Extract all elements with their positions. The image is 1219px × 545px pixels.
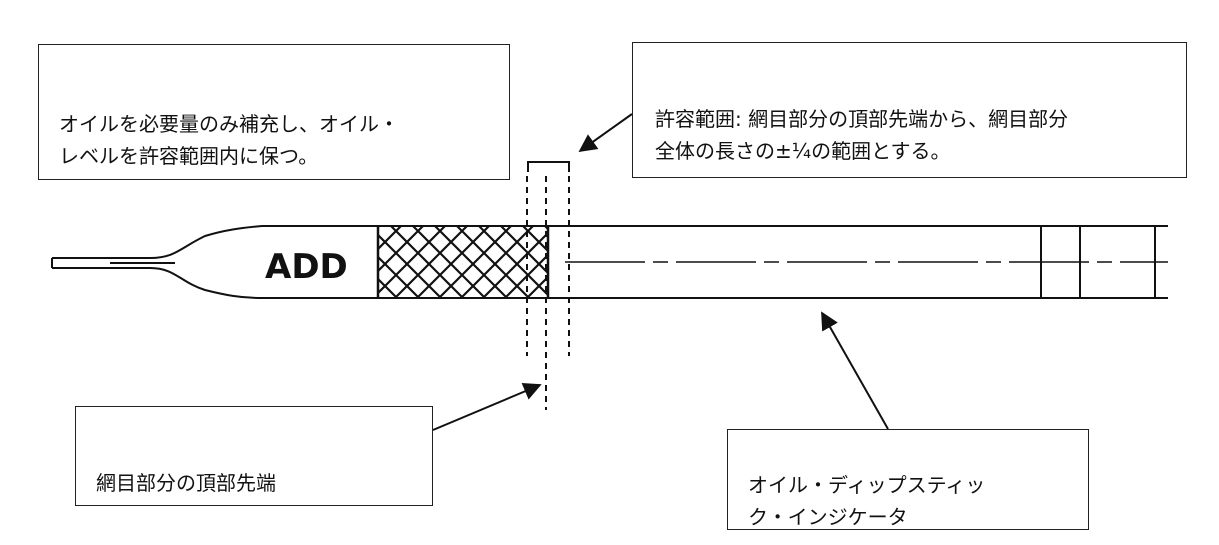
tolerance-bracket — [527, 161, 570, 172]
arrow-to-mesh-tip — [432, 382, 542, 431]
oil-instruction-text: オイルを必要量のみ補充し、オイル・ レベルを許容範囲内に保つ。 — [59, 112, 399, 168]
arrow-to-dipstick — [821, 311, 889, 430]
mesh-top-tip-text: 網目部分の頂部先端 — [96, 471, 276, 495]
mesh-top-tip-callout: 網目部分の頂部先端 — [75, 406, 433, 506]
tolerance-range-callout: 許容範囲: 網目部分の頂部先端から、網目部分 全体の長さの±¼の範囲とする。 — [632, 42, 1187, 178]
dipstick-body — [262, 225, 1168, 299]
dipstick-handle — [51, 225, 263, 299]
tolerance-range-text: 許容範囲: 網目部分の頂部先端から、網目部分 全体の長さの±¼の範囲とする。 — [655, 107, 1069, 163]
mesh-crosshatch — [379, 227, 547, 297]
add-mark-text: ADD — [265, 247, 348, 287]
tolerance-dashed-lines — [526, 176, 570, 410]
dipstick-indicator-callout: オイル・ディップスティッ ク・インジケータ — [727, 429, 1089, 530]
arrow-to-tolerance — [578, 113, 633, 153]
dipstick-indicator-text: オイル・ディップスティッ ク・インジケータ — [748, 473, 986, 529]
oil-instruction-callout: オイルを必要量のみ補充し、オイル・ レベルを許容範囲内に保つ。 — [38, 44, 510, 180]
